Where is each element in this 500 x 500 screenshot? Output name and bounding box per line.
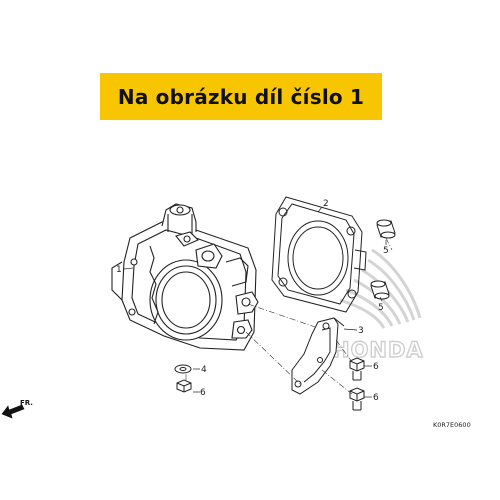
callout-6-left: 6 (200, 388, 206, 398)
honda-watermark-text: HONDA (331, 337, 424, 362)
title-banner: Na obrázku díl číslo 1 (100, 73, 382, 120)
front-arrow-icon (1, 404, 25, 419)
bolt-right-lower (349, 387, 365, 411)
svg-text:HONDA: HONDA (332, 338, 424, 362)
diagram-code: K0R7E0600 (433, 421, 471, 429)
bolt-left (176, 379, 192, 393)
honda-wing-logo (339, 248, 422, 329)
bolt-right-upper (349, 357, 365, 381)
callout-2: 2 (323, 199, 329, 209)
callout-1: 1 (116, 265, 122, 275)
callout-4: 4 (201, 365, 207, 375)
front-label: FR. (20, 399, 33, 407)
assembly-guide-lines (185, 237, 393, 395)
callout-5-lower: 5 (378, 303, 384, 313)
callout-6-right-upper: 6 (373, 362, 379, 372)
bracket (291, 317, 345, 395)
dowel-pin-lower (370, 280, 390, 300)
washer (174, 364, 192, 374)
callout-6-right-lower: 6 (373, 393, 379, 403)
leader-lines (123, 206, 387, 398)
cylinder-gasket (271, 196, 367, 313)
dowel-pin-upper (376, 219, 396, 239)
cylinder-block (111, 203, 259, 351)
banner-text: Na obrázku díl číslo 1 (117, 84, 365, 109)
callout-3: 3 (358, 326, 364, 336)
callout-5-upper: 5 (383, 246, 389, 256)
